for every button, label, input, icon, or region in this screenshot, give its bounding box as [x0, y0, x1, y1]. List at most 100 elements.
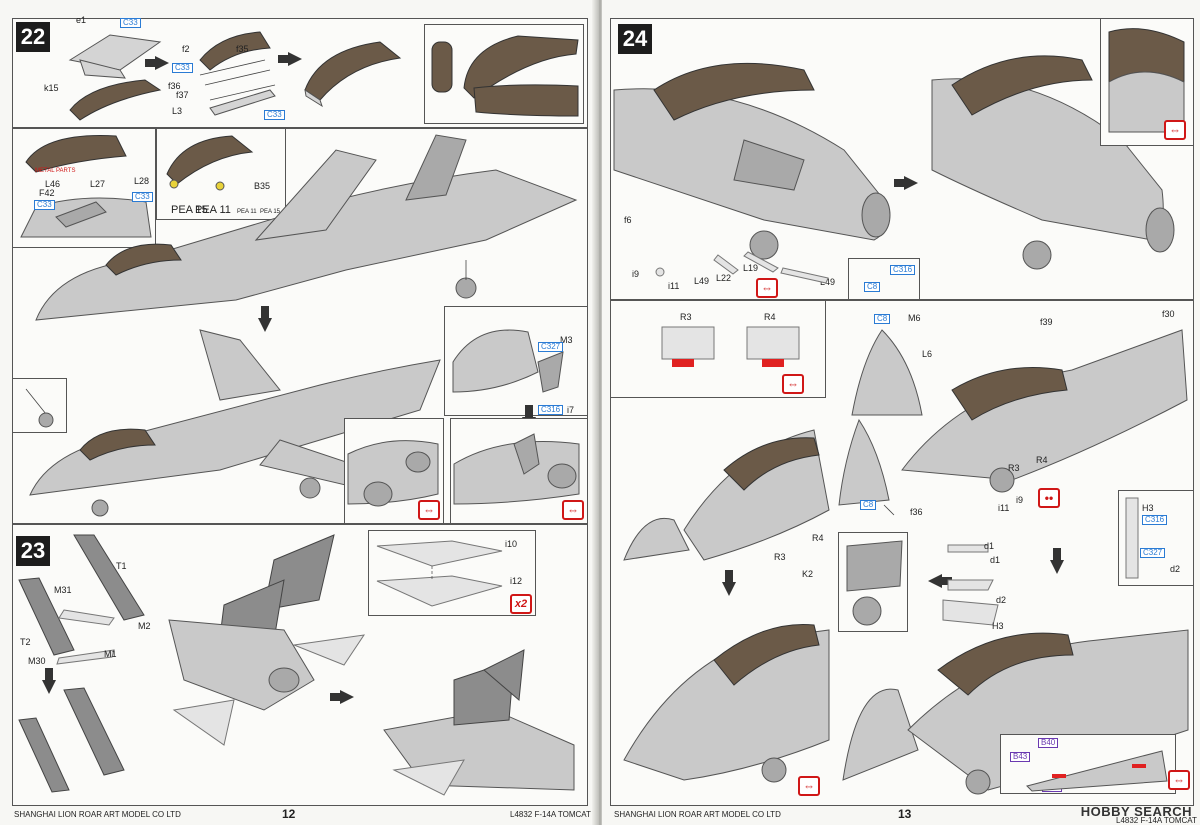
part-i10: i10 — [505, 539, 518, 549]
arrow-right-icon — [330, 690, 354, 704]
part-pea15: PEA 15 — [171, 204, 208, 216]
left-page: 22 e1 C33 k15 f2 f35 C33 f36 f37 L3 C33 … — [0, 0, 598, 825]
footer-company: SHANGHAI LION ROAR ART MODEL CO LTD — [14, 810, 181, 819]
gear-strut-drawing — [846, 540, 903, 626]
radome-drawing — [851, 329, 923, 416]
exhaust-view-b-drawing — [453, 433, 580, 505]
part-i7: i7 — [567, 405, 575, 415]
swap-arrows-icon: ⇔ — [798, 776, 820, 796]
part-h3-b: H3 — [992, 621, 1004, 631]
swap-arrows-icon: ⇔ — [562, 500, 584, 520]
part-r3-b: R3 — [1008, 463, 1020, 473]
part-l3: L3 — [172, 106, 183, 116]
part-c327: C327 — [538, 342, 564, 352]
part-l19: L19 — [743, 263, 759, 273]
canopy-side-views-drawing — [431, 35, 579, 117]
part-r3-c: R3 — [774, 552, 786, 562]
part-r4-b: R4 — [1036, 455, 1048, 465]
swap-arrows-icon: ⇔ — [756, 278, 778, 298]
swap-arrows-icon: ⇔ — [418, 500, 440, 520]
part-f36: f36 — [910, 507, 923, 517]
gear-door-drawing — [1125, 497, 1139, 579]
part-b40: B40 — [1038, 738, 1059, 748]
part-c316: C316 — [890, 265, 916, 275]
part-c33-d: C33 — [34, 200, 55, 210]
part-r4-c: R4 — [812, 533, 824, 543]
part-h3-a: H3 — [1142, 503, 1154, 513]
part-c8-b: C8 — [860, 500, 877, 510]
part-pea11: PEA 11 — [195, 204, 231, 216]
intake-ramp-drawing — [452, 329, 564, 393]
part-l22: L22 — [716, 273, 732, 283]
right-page: 24 ⇔ f6 i9 i11 L49 L22 L19 L49 ⇔ C316 C8… — [602, 0, 1200, 825]
part-f37: f37 — [176, 90, 189, 100]
arrow-right-icon — [894, 176, 918, 190]
gear-bay-parts-drawing — [942, 544, 999, 626]
decal-stencil-drawing — [1026, 750, 1168, 792]
part-b43: B43 — [1010, 752, 1031, 762]
part-c8-a: C8 — [874, 314, 891, 324]
part-l49-a: L49 — [694, 276, 710, 286]
part-f2: f2 — [182, 44, 190, 54]
part-pea15-small: PEA 15 — [260, 209, 281, 215]
part-k2: K2 — [802, 569, 814, 579]
part-t1: T1 — [116, 561, 127, 571]
arrow-right-icon — [145, 56, 169, 70]
part-c33-e: C33 — [132, 192, 153, 202]
cockpit-nose-open-drawing — [613, 62, 891, 260]
decal-panels-drawing — [661, 326, 800, 367]
part-l28: L28 — [134, 176, 150, 186]
arrow-left-icon — [928, 574, 952, 588]
part-f36: f36 — [168, 81, 181, 91]
metal-parts-note: METAL PARTS — [35, 168, 76, 174]
part-l49-b: L49 — [820, 277, 836, 287]
part-l27: L27 — [90, 179, 106, 189]
cockpit-nose-exploded-drawing — [623, 429, 830, 561]
part-l46: L46 — [45, 179, 61, 189]
part-m6: M6 — [908, 313, 921, 323]
footer-code: L4832 F-14A TOMCAT — [1116, 816, 1197, 825]
step24-number: 24 — [618, 24, 652, 54]
part-f42: F42 — [39, 188, 55, 198]
canopy-frame-parts-drawing — [68, 31, 276, 121]
part-i12: i12 — [510, 576, 523, 586]
gear-detail-drawing — [25, 388, 54, 428]
part-c316: C316 — [538, 405, 564, 415]
part-f6: f6 — [624, 215, 632, 225]
footer-company: SHANGHAI LION ROAR ART MODEL CO LTD — [614, 810, 781, 819]
hobby-search-watermark: HOBBY SEARCH — [1080, 804, 1192, 819]
part-m2: M2 — [138, 621, 151, 631]
page-number: 12 — [282, 807, 296, 821]
stabilizer-parts-drawing — [18, 534, 145, 793]
arrow-right-icon — [278, 52, 302, 66]
f14-nose-assembly-drawing — [901, 329, 1188, 493]
gear-parts-drawing — [655, 251, 829, 284]
step23-number: 23 — [16, 536, 50, 566]
seat-canopy-drawing — [166, 135, 254, 191]
part-pea11-small: PEA 11 — [237, 209, 257, 215]
f14-aircraft-upper-drawing — [35, 134, 578, 321]
part-t2: T2 — [20, 637, 31, 647]
swap-arrows-icon: •• — [1038, 488, 1060, 508]
arrow-down-icon — [42, 668, 56, 694]
part-m31: M31 — [54, 585, 72, 595]
part-i9: i9 — [632, 269, 640, 279]
part-c8: C8 — [864, 282, 881, 292]
x2-badge-icon: x2 — [510, 594, 532, 614]
canopy-closeup-drawing — [1108, 28, 1185, 133]
part-i11-b: i11 — [998, 503, 1010, 513]
exhaust-view-a-drawing — [347, 440, 439, 507]
canopy-assembled-drawing — [304, 41, 402, 108]
part-m3: M3 — [560, 335, 573, 345]
part-f30: f30 — [1162, 309, 1175, 319]
step22-number: 22 — [16, 22, 50, 52]
swap-arrows-icon: ⇔ — [1168, 770, 1190, 790]
part-k15: k15 — [44, 83, 59, 93]
decal-r4: R4 — [764, 312, 776, 322]
decal-r3: R3 — [680, 312, 692, 322]
part-f39: f39 — [1040, 317, 1053, 327]
cockpit-final-drawing — [623, 623, 830, 783]
part-m1: M1 — [104, 649, 117, 659]
page-number: 13 — [898, 807, 912, 821]
cockpit-nose-closed-drawing — [931, 55, 1175, 270]
